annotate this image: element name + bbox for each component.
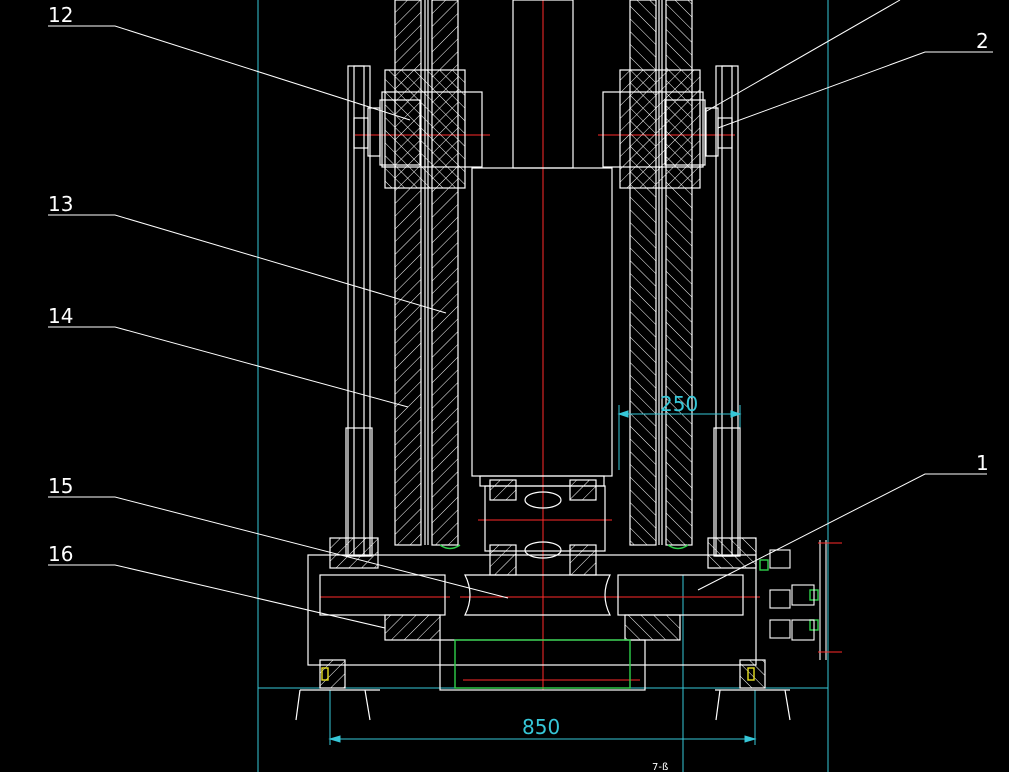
dimension-850-label: 850 — [522, 715, 560, 739]
callout-12: 12 — [48, 3, 73, 27]
edge-note: 7-ß — [652, 762, 668, 772]
callout-2: 2 — [976, 29, 989, 53]
callout-15: 15 — [48, 474, 73, 498]
callout-14: 14 — [48, 304, 73, 328]
callout-16: 16 — [48, 542, 73, 566]
dimension-250 — [617, 410, 742, 418]
dimension-250-label: 250 — [660, 392, 698, 416]
callout-13: 13 — [48, 192, 73, 216]
dimension-850 — [328, 735, 757, 743]
leader-lines — [48, 0, 993, 629]
left-column — [345, 0, 483, 557]
callout-1: 1 — [976, 451, 989, 475]
right-fittings — [769, 540, 842, 660]
right-column — [602, 0, 741, 557]
center-cylinder — [471, 0, 613, 576]
